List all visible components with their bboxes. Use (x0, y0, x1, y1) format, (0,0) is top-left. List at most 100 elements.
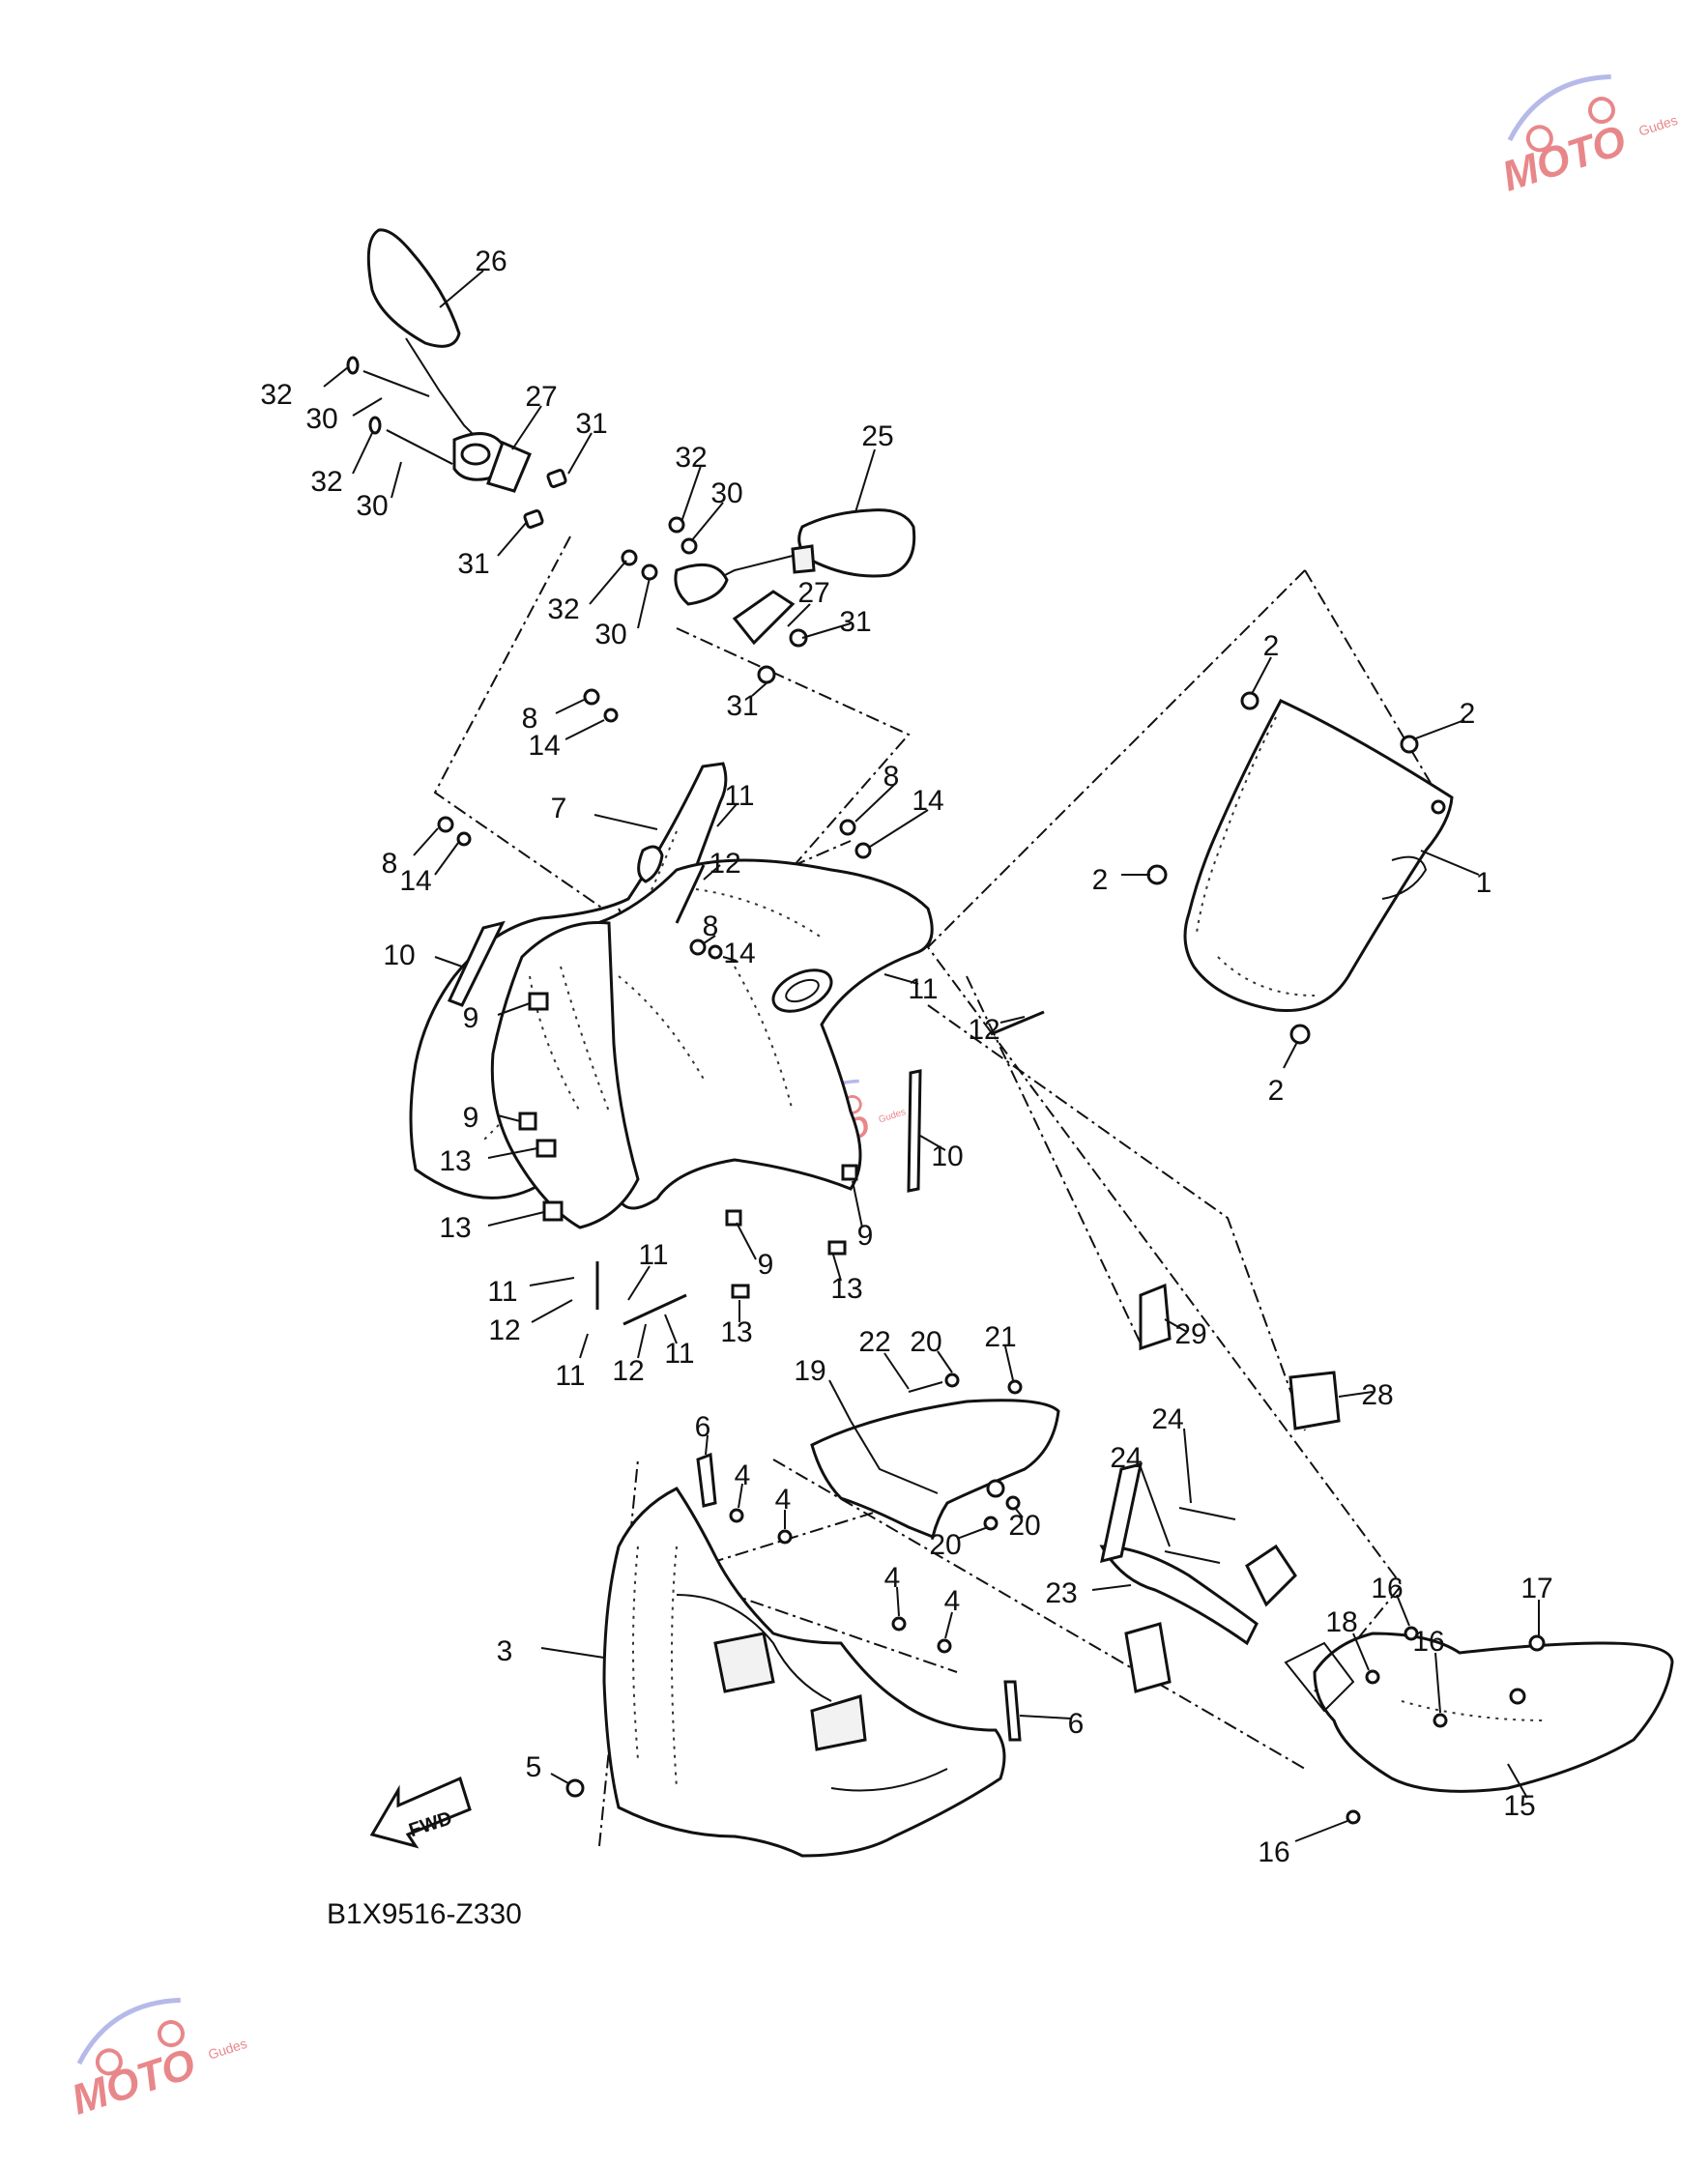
trim-6-b (1003, 1680, 1022, 1742)
callout-31: 31 (575, 408, 607, 440)
callout-11: 11 (638, 1239, 668, 1271)
washer-14-a (603, 708, 619, 723)
leader-line-9 (497, 1002, 531, 1016)
leader-line-8 (555, 699, 585, 714)
leader-line-24 (1140, 1466, 1171, 1547)
leader-line-15 (1507, 1763, 1528, 1799)
callout-13: 13 (830, 1273, 862, 1305)
leader-line-30 (391, 461, 402, 499)
grommet-2-c (1146, 864, 1168, 885)
bracket-28 (1288, 1371, 1341, 1430)
under-cowl-15 (1284, 1632, 1674, 1793)
leader-line-10 (434, 956, 463, 968)
leader-line-19 (828, 1379, 852, 1422)
callout-30: 30 (594, 619, 626, 650)
leader-line-6 (1019, 1715, 1072, 1719)
callout-24: 24 (1151, 1403, 1183, 1435)
grommet-2-d (1289, 1024, 1311, 1045)
pin-12-b (990, 1010, 1045, 1036)
screw-8-d (839, 819, 856, 836)
washer-32-c (668, 516, 685, 534)
leader-line-11 (627, 1265, 651, 1301)
leader-line-30 (352, 397, 383, 417)
leader-line-16 (1294, 1820, 1348, 1842)
leader-line-4 (944, 1611, 953, 1639)
callout-30: 30 (305, 403, 337, 435)
leader-line-32 (323, 366, 349, 388)
callout-8: 8 (382, 848, 398, 880)
forward-direction-arrow: FWD (369, 1776, 472, 1849)
trim-strip-10-a (447, 920, 506, 1007)
inner-panel-19 (810, 1399, 1060, 1540)
callout-4: 4 (775, 1484, 792, 1516)
leader-line-13 (487, 1147, 538, 1159)
callout-27: 27 (525, 381, 557, 413)
leader-line-14 (869, 809, 929, 848)
leader-line-8 (854, 784, 895, 823)
leader-line-27 (787, 603, 811, 627)
leader-line-12 (999, 1016, 1026, 1024)
bracket-29 (1139, 1283, 1172, 1351)
nut-20-b (1005, 1495, 1021, 1511)
leader-line-31 (801, 622, 852, 639)
callout-11: 11 (724, 780, 754, 812)
leader-line-25 (854, 448, 876, 513)
grommet-2-a (1240, 691, 1259, 710)
callout-19: 19 (794, 1355, 825, 1387)
leader-line-13 (487, 1211, 545, 1227)
leader-line-2 (1251, 656, 1272, 695)
leader-line-1 (1420, 850, 1480, 876)
callout-25: 25 (861, 420, 893, 452)
leader-line-18 (1352, 1632, 1370, 1671)
callout-14: 14 (912, 785, 943, 817)
callout-10: 10 (931, 1141, 963, 1172)
clip-9-a (528, 992, 549, 1011)
leader-line-11 (664, 1314, 678, 1344)
callout-13: 13 (439, 1145, 471, 1177)
nut-20-c (983, 1516, 999, 1531)
callout-16: 16 (1258, 1836, 1289, 1868)
leader-line-9 (736, 1222, 757, 1260)
leader-line-12 (531, 1299, 573, 1323)
callout-31: 31 (457, 548, 489, 580)
grommet-2-b (1400, 735, 1419, 754)
leader-line-11 (529, 1277, 575, 1286)
clip-13-c (827, 1240, 847, 1256)
callout-9: 9 (857, 1220, 874, 1252)
callout-2: 2 (1092, 864, 1109, 896)
nut-31-c (789, 628, 808, 648)
watermark-logo-top: MOTO Gudes (1496, 73, 1679, 201)
svg-text:Gudes: Gudes (878, 1107, 908, 1125)
watermark-logo-bottom: MOTO Gudes (66, 1997, 248, 2124)
callout-10: 10 (383, 939, 415, 971)
callout-1: 1 (1476, 867, 1492, 899)
clip-13-d (731, 1284, 750, 1299)
leader-line-2 (1283, 1041, 1298, 1069)
nut-31-d (757, 665, 776, 684)
callout-13: 13 (439, 1212, 471, 1244)
leader-line-31 (751, 680, 769, 697)
leader-line-16 (1434, 1652, 1441, 1714)
callout-9: 9 (463, 1002, 479, 1034)
callout-8: 8 (883, 761, 900, 793)
svg-text:Gudes: Gudes (206, 2036, 248, 2063)
nut-30-d (641, 563, 658, 581)
leader-line-29 (1164, 1318, 1188, 1333)
grommet-2-e (1431, 799, 1446, 815)
callout-16: 16 (1412, 1626, 1444, 1658)
trim-strip-10-b (907, 1069, 922, 1193)
leader-line-32 (352, 432, 373, 475)
leader-line-12 (703, 864, 721, 881)
leader-line-16 (1396, 1594, 1410, 1627)
callout-12: 12 (709, 848, 740, 880)
callout-24: 24 (1110, 1442, 1142, 1474)
callout-12: 12 (968, 1014, 999, 1046)
callout-11: 11 (664, 1338, 694, 1370)
leader-line-11 (883, 973, 919, 985)
screw-4-c (891, 1616, 907, 1632)
callout-11: 11 (908, 973, 938, 1005)
leader-line-3 (540, 1647, 605, 1659)
leader-line-21 (1004, 1345, 1014, 1381)
callout-7: 7 (551, 793, 567, 824)
